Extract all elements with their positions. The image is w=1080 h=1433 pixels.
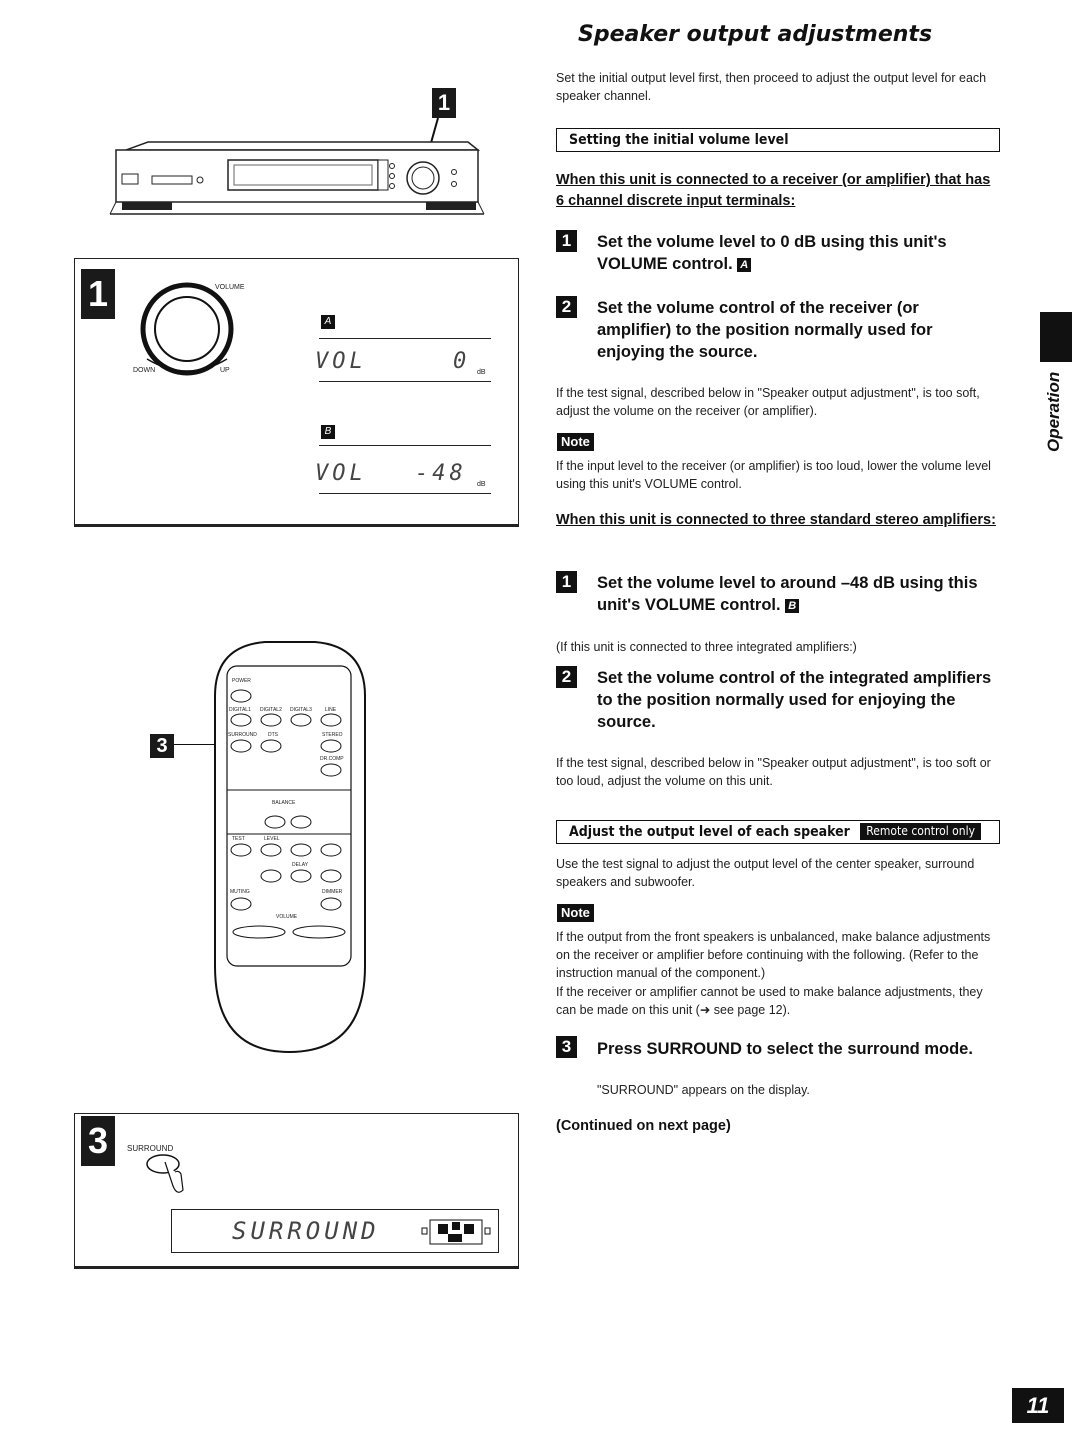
step4-number: 2 bbox=[556, 666, 577, 688]
surround-label: SURROUND bbox=[127, 1144, 174, 1153]
remote-control-illustration bbox=[214, 641, 366, 1054]
figure1-step-badge: 1 bbox=[81, 269, 115, 319]
remote-balance-label: BALANCE bbox=[272, 800, 296, 806]
step3-text-body: Set the volume level to around –48 dB us… bbox=[597, 574, 978, 614]
remote-level-label: LEVEL bbox=[264, 836, 280, 842]
step1-ref-marker: A bbox=[737, 258, 752, 272]
remote-power-label: POWER bbox=[232, 678, 251, 684]
finger-press-icon bbox=[146, 1154, 184, 1193]
lcd-b-db: dB bbox=[477, 481, 486, 488]
lcd-a-underline-top bbox=[319, 338, 491, 339]
section-side-tab bbox=[1040, 312, 1072, 362]
remote-digital2-label: DIGITAL2 bbox=[260, 707, 282, 713]
step3-number: 1 bbox=[556, 571, 577, 593]
step3-text: Set the volume level to around –48 dB us… bbox=[597, 572, 997, 616]
note2-text-1: If the output from the front speakers is… bbox=[556, 930, 991, 980]
remote-digital3-label: DIGITAL3 bbox=[290, 707, 312, 713]
remote-callout-line bbox=[174, 744, 230, 745]
down-label: DOWN bbox=[133, 367, 156, 374]
step5-subtext: "SURROUND" appears on the display. bbox=[597, 1083, 810, 1097]
page-title: Speaker output adjustments bbox=[578, 22, 933, 47]
speaker-indicator-icon bbox=[421, 1219, 491, 1245]
step2-paragraph: If the test signal, described below in "… bbox=[556, 386, 980, 418]
section2-heading-text: Adjust the output level of each speaker bbox=[569, 824, 850, 840]
lcd-surround-text: SURROUND bbox=[232, 1217, 380, 1245]
figure3-step-badge: 3 bbox=[81, 1116, 115, 1166]
remote-digital1-label: DIGITAL1 bbox=[229, 707, 251, 713]
section2-heading: Adjust the output level of each speaker … bbox=[556, 820, 1000, 844]
step2-text: Set the volume control of the receiver (… bbox=[597, 299, 933, 361]
up-label: UP bbox=[220, 367, 230, 374]
section-side-label: Operation bbox=[1044, 371, 1063, 452]
section1-heading: Setting the initial volume level bbox=[556, 128, 1000, 152]
step5-number: 3 bbox=[556, 1036, 577, 1058]
intro-paragraph: Set the initial output level first, then… bbox=[556, 71, 987, 103]
remote-delay-label: DELAY bbox=[292, 862, 309, 868]
remote-surround-label: SURROUND bbox=[228, 732, 257, 738]
integrated-paragraph: (If this unit is connected to three inte… bbox=[556, 640, 857, 654]
lcd-b-left: VOL bbox=[315, 461, 367, 486]
amplifier-front-illustration bbox=[109, 117, 485, 215]
remote-stereo-label: STEREO bbox=[322, 732, 343, 738]
step4-paragraph: If the test signal, described below in "… bbox=[556, 756, 991, 788]
lcd-b-underline bbox=[319, 493, 491, 494]
note2-badge: Note bbox=[557, 904, 594, 922]
remote-drcomp-label: DR.COMP bbox=[320, 756, 344, 762]
step4-text: Set the volume control of the integrated… bbox=[597, 669, 992, 731]
step3-ref-marker: B bbox=[785, 599, 800, 613]
remote-dimmer-label: DIMMER bbox=[322, 889, 343, 895]
lcd-a-db: dB bbox=[477, 369, 486, 376]
lcd-a-left: VOL bbox=[315, 349, 367, 374]
step5-text: Press SURROUND to select the surround mo… bbox=[597, 1040, 973, 1058]
remote-test-label: TEST bbox=[232, 836, 245, 842]
case1-heading: When this unit is connected to a receive… bbox=[556, 172, 991, 209]
remote-step-badge: 3 bbox=[150, 734, 174, 758]
figure1-panel: 1 VOLUME DOWN UP A VOL 0 dB B VOL -48 dB bbox=[74, 258, 519, 527]
note1-text: If the input level to the receiver (or a… bbox=[556, 459, 991, 491]
note1-badge: Note bbox=[557, 433, 594, 451]
lcd-b-underline-top bbox=[319, 445, 491, 446]
section2-paragraph: Use the test signal to adjust the output… bbox=[556, 857, 975, 889]
continued-text: (Continued on next page) bbox=[556, 1118, 731, 1134]
lcd-a-right: 0 bbox=[453, 349, 471, 374]
step1-text-body: Set the volume level to 0 dB using this … bbox=[597, 233, 947, 273]
remote-only-badge: Remote control only bbox=[860, 823, 981, 840]
remote-line-label: LINE bbox=[325, 707, 337, 713]
lcd-b-right: -48 bbox=[415, 461, 467, 486]
note2-text-2: If the receiver or amplifier cannot be u… bbox=[556, 985, 983, 1017]
volume-knob-icon bbox=[140, 282, 234, 376]
step1-number: 1 bbox=[556, 230, 577, 252]
remote-dts-label: DTS bbox=[268, 732, 278, 738]
case2-heading: When this unit is connected to three sta… bbox=[556, 512, 996, 528]
page-number: 11 bbox=[1012, 1388, 1064, 1423]
lcd-a-underline bbox=[319, 381, 491, 382]
figure3-panel: 3 SURROUND SURROUND bbox=[74, 1113, 519, 1269]
volume-label: VOLUME bbox=[215, 284, 245, 291]
figure-b-marker: B bbox=[321, 425, 335, 439]
step1-text: Set the volume level to 0 dB using this … bbox=[597, 231, 997, 275]
device-step-badge: 1 bbox=[432, 88, 456, 118]
step2-number: 2 bbox=[556, 296, 577, 318]
remote-volume-label: VOLUME bbox=[276, 914, 298, 920]
remote-muting-label: MUTING bbox=[230, 889, 250, 895]
surround-lcd-display: SURROUND bbox=[171, 1209, 499, 1253]
figure-a-marker: A bbox=[321, 315, 335, 329]
